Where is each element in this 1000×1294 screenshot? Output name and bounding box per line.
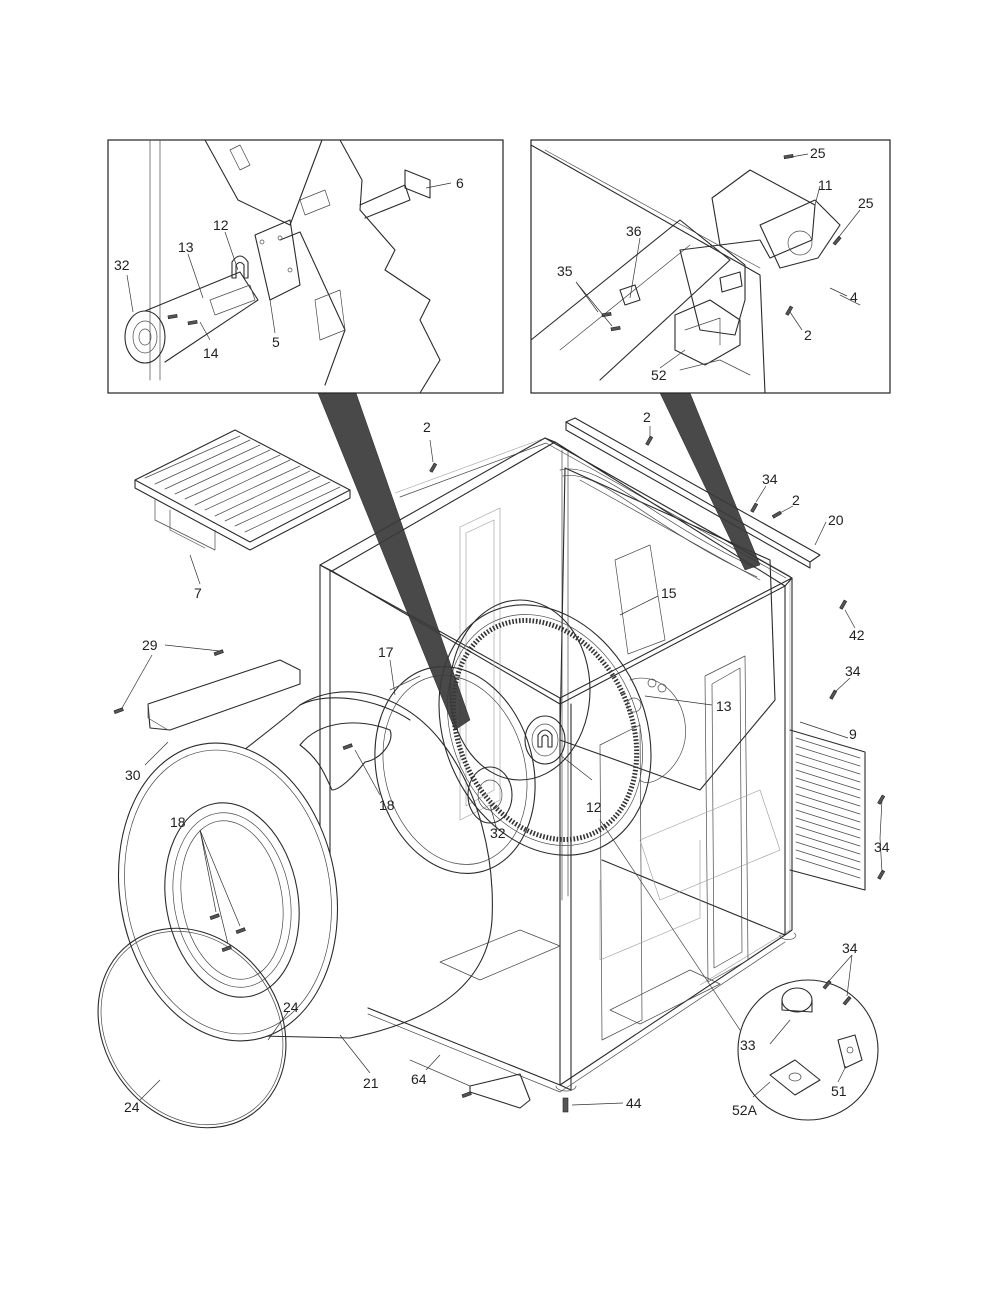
screw-icon xyxy=(167,313,178,320)
part-number-label: 34 xyxy=(874,839,890,855)
part-number-label: 51 xyxy=(831,1083,847,1099)
dryer-drum xyxy=(117,691,493,1045)
screw-icon xyxy=(877,869,886,880)
part-number-label: 34 xyxy=(762,471,778,487)
part-number-label: 6 xyxy=(456,175,464,191)
bottom-bracket xyxy=(409,1059,531,1109)
part-number-label: 24 xyxy=(124,1099,140,1115)
screw-icon xyxy=(187,319,198,326)
inset-right-labels: 25 11 25 36 35 4 2 52 xyxy=(557,145,874,383)
part-number-label: 12 xyxy=(213,217,229,233)
inset-right-panel xyxy=(530,139,891,394)
part-number-label: 52 xyxy=(651,367,667,383)
rear-grill xyxy=(789,729,866,891)
part-number-label: 44 xyxy=(626,1095,642,1111)
screw-icon xyxy=(213,649,224,656)
screw-icon xyxy=(601,311,612,318)
part-number-label: 2 xyxy=(423,419,431,435)
part-number-label: 15 xyxy=(661,585,677,601)
screw-icon xyxy=(822,979,832,990)
inset-left-panel xyxy=(107,139,504,394)
drum-seal xyxy=(97,927,287,1129)
detail-circle xyxy=(599,819,879,1121)
screw-icon xyxy=(842,995,852,1006)
part-number-label: 32 xyxy=(490,825,506,841)
main-labels: 2 2 34 2 20 7 15 42 29 17 34 13 30 9 18 … xyxy=(124,409,890,1118)
part-number-label: 24 xyxy=(283,999,299,1015)
drying-rack xyxy=(134,429,351,551)
part-number-label: 30 xyxy=(125,767,141,783)
screw-icon xyxy=(342,743,353,750)
part-number-label: 52A xyxy=(732,1102,758,1118)
screw-icon xyxy=(783,153,794,160)
part-number-label: 25 xyxy=(858,195,874,211)
screw-icon xyxy=(645,435,654,446)
screw-icon xyxy=(829,689,838,700)
part-number-label: 64 xyxy=(411,1071,427,1087)
cabinet-frame xyxy=(319,437,797,1093)
callout-bands xyxy=(317,392,761,731)
part-number-label: 29 xyxy=(142,637,158,653)
screw-icon xyxy=(610,325,621,332)
leader-lines xyxy=(121,153,883,1106)
part-number-label: 33 xyxy=(740,1037,756,1053)
part-number-label: 13 xyxy=(716,698,732,714)
part-number-label: 35 xyxy=(557,263,573,279)
screw-icon xyxy=(877,794,886,805)
part-number-label: 21 xyxy=(363,1075,379,1091)
part-number-label: 18 xyxy=(379,797,395,813)
inset-left-labels: 6 12 13 32 14 5 xyxy=(114,175,464,361)
part-number-label: 7 xyxy=(194,585,202,601)
screw-icon xyxy=(750,502,759,513)
part-number-label: 11 xyxy=(818,177,833,193)
front-panel-piece xyxy=(147,659,301,731)
part-number-label: 34 xyxy=(845,663,861,679)
screw-icon xyxy=(429,462,438,473)
screw-icon xyxy=(221,945,232,952)
part-number-label: 25 xyxy=(810,145,826,161)
screw-icon xyxy=(113,707,124,714)
part-number-label: 12 xyxy=(586,799,602,815)
part-number-label: 17 xyxy=(378,644,394,660)
part-number-label: 2 xyxy=(643,409,651,425)
part-number-label: 32 xyxy=(114,257,130,273)
screw-icon xyxy=(785,305,794,316)
screw-icon xyxy=(771,510,782,519)
screw-icon xyxy=(209,913,220,920)
part-number-label: 4 xyxy=(850,289,858,305)
part-number-label: 20 xyxy=(828,512,844,528)
part-number-label: 5 xyxy=(272,334,280,350)
front-bulkhead xyxy=(374,666,536,874)
part-number-label: 18 xyxy=(170,814,186,830)
part-number-label: 42 xyxy=(849,627,865,643)
part-number-label: 34 xyxy=(842,940,858,956)
screw-icon xyxy=(562,1097,569,1113)
screw-icon xyxy=(839,599,848,610)
part-number-label: 14 xyxy=(203,345,219,361)
part-number-label: 9 xyxy=(849,726,857,742)
part-number-label: 13 xyxy=(178,239,194,255)
part-number-label: 36 xyxy=(626,223,642,239)
screws xyxy=(113,153,886,1113)
screw-icon xyxy=(235,927,246,934)
screw-icon xyxy=(832,235,842,246)
part-number-label: 2 xyxy=(804,327,812,343)
part-number-label: 2 xyxy=(792,492,800,508)
screw-icon xyxy=(461,1091,472,1098)
